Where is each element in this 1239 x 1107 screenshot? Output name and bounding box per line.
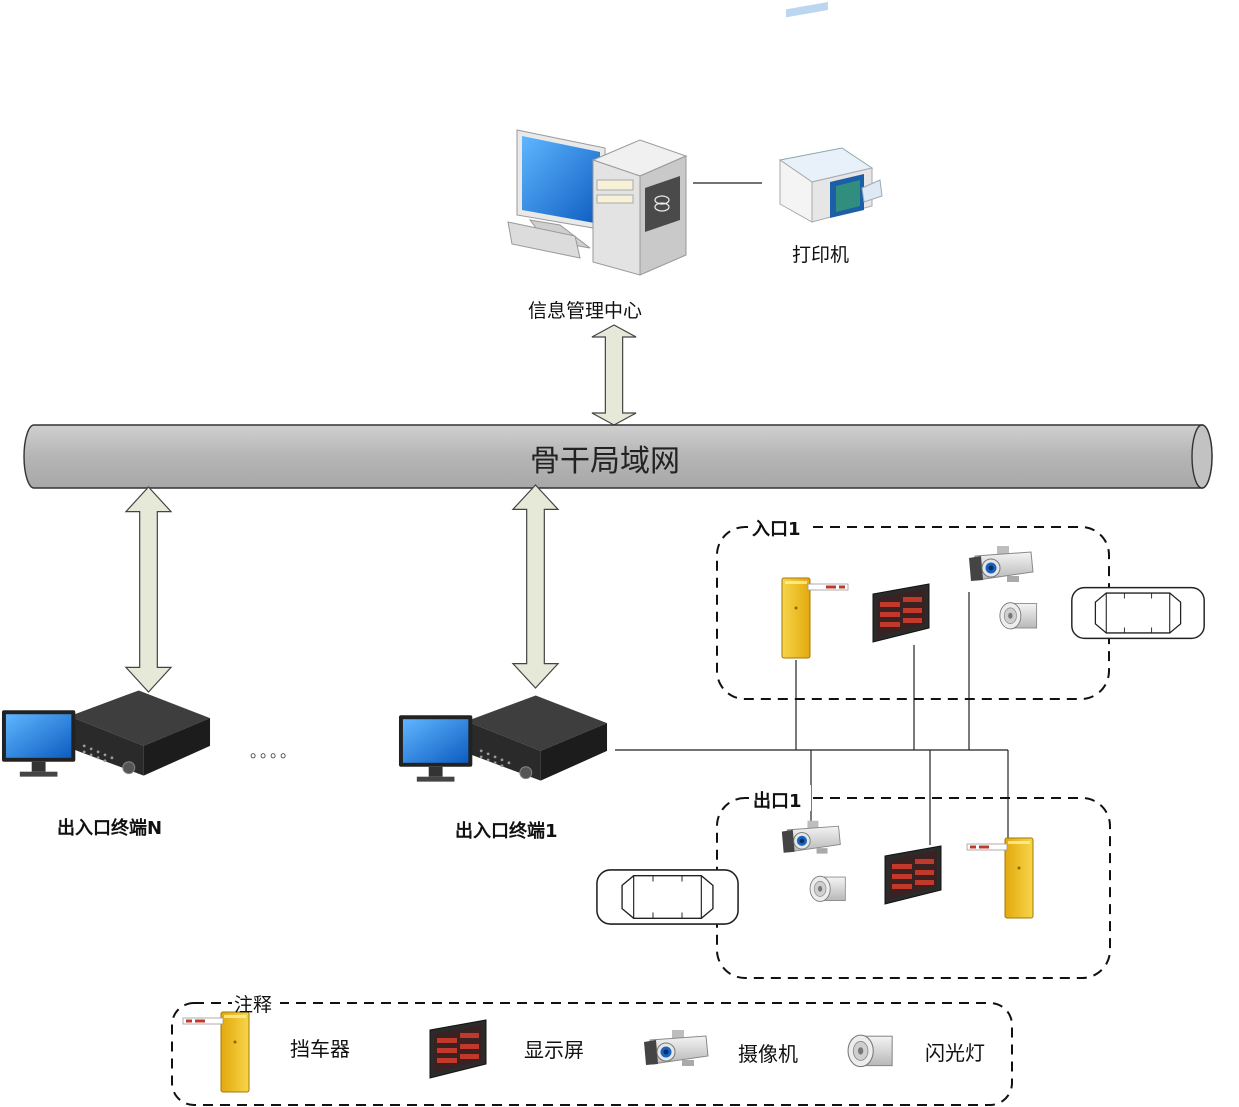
terminal-1-arrow <box>512 484 559 689</box>
management-center-label: 信息管理中心 <box>528 300 643 322</box>
entrance-led-display-icon <box>872 583 930 643</box>
legend-display-label: 显示屏 <box>524 1038 584 1062</box>
exit-barrier-gate-icon <box>966 837 1034 919</box>
exit-car-icon <box>596 869 739 925</box>
legend-barrier-gate-icon <box>182 1011 250 1093</box>
legend-flash-light-icon <box>847 1034 893 1068</box>
entrance-car-icon <box>1071 586 1205 640</box>
backbone-label: 骨干局域网 <box>530 444 680 479</box>
terminals-ellipsis: 。。。。 <box>250 742 299 761</box>
center-backbone-arrow <box>591 324 637 426</box>
exit-label: 出口1 <box>753 791 802 812</box>
legend-flash-label: 闪光灯 <box>925 1041 985 1065</box>
exit-camera-icon <box>781 820 841 855</box>
printer-icon <box>778 2 883 223</box>
legend-box <box>171 1002 1013 1106</box>
terminal-1-label: 出入口终端1 <box>455 821 558 842</box>
terminal-n-label: 出入口终端N <box>57 818 163 839</box>
entrance-barrier-gate-icon <box>781 577 849 659</box>
entrance-flash-light-icon <box>999 602 1038 630</box>
entrance-camera-icon <box>968 545 1034 583</box>
exit-flash-light-icon <box>809 875 846 902</box>
exit-label-mask <box>749 785 811 811</box>
terminal-1-icon <box>398 694 608 783</box>
legend-barrier-label: 挡车器 <box>290 1037 350 1061</box>
legend-led-display-icon <box>429 1019 487 1079</box>
management-pc-icon <box>507 129 688 276</box>
legend-camera-icon <box>643 1029 709 1067</box>
entrance-1-region <box>716 526 1110 700</box>
entrance-label-mask <box>748 514 812 540</box>
legend-camera-label: 摄像机 <box>738 1042 798 1066</box>
entrance-label: 入口1 <box>752 519 801 540</box>
printer-label: 打印机 <box>792 244 850 266</box>
exit-led-display-icon <box>884 845 942 905</box>
backbone-lan-pipe <box>23 424 1213 489</box>
terminal-n-arrow <box>125 486 172 693</box>
terminal-n-icon <box>1 689 211 778</box>
legend-title: 注释 <box>234 994 273 1016</box>
device-wiring <box>615 592 1009 845</box>
